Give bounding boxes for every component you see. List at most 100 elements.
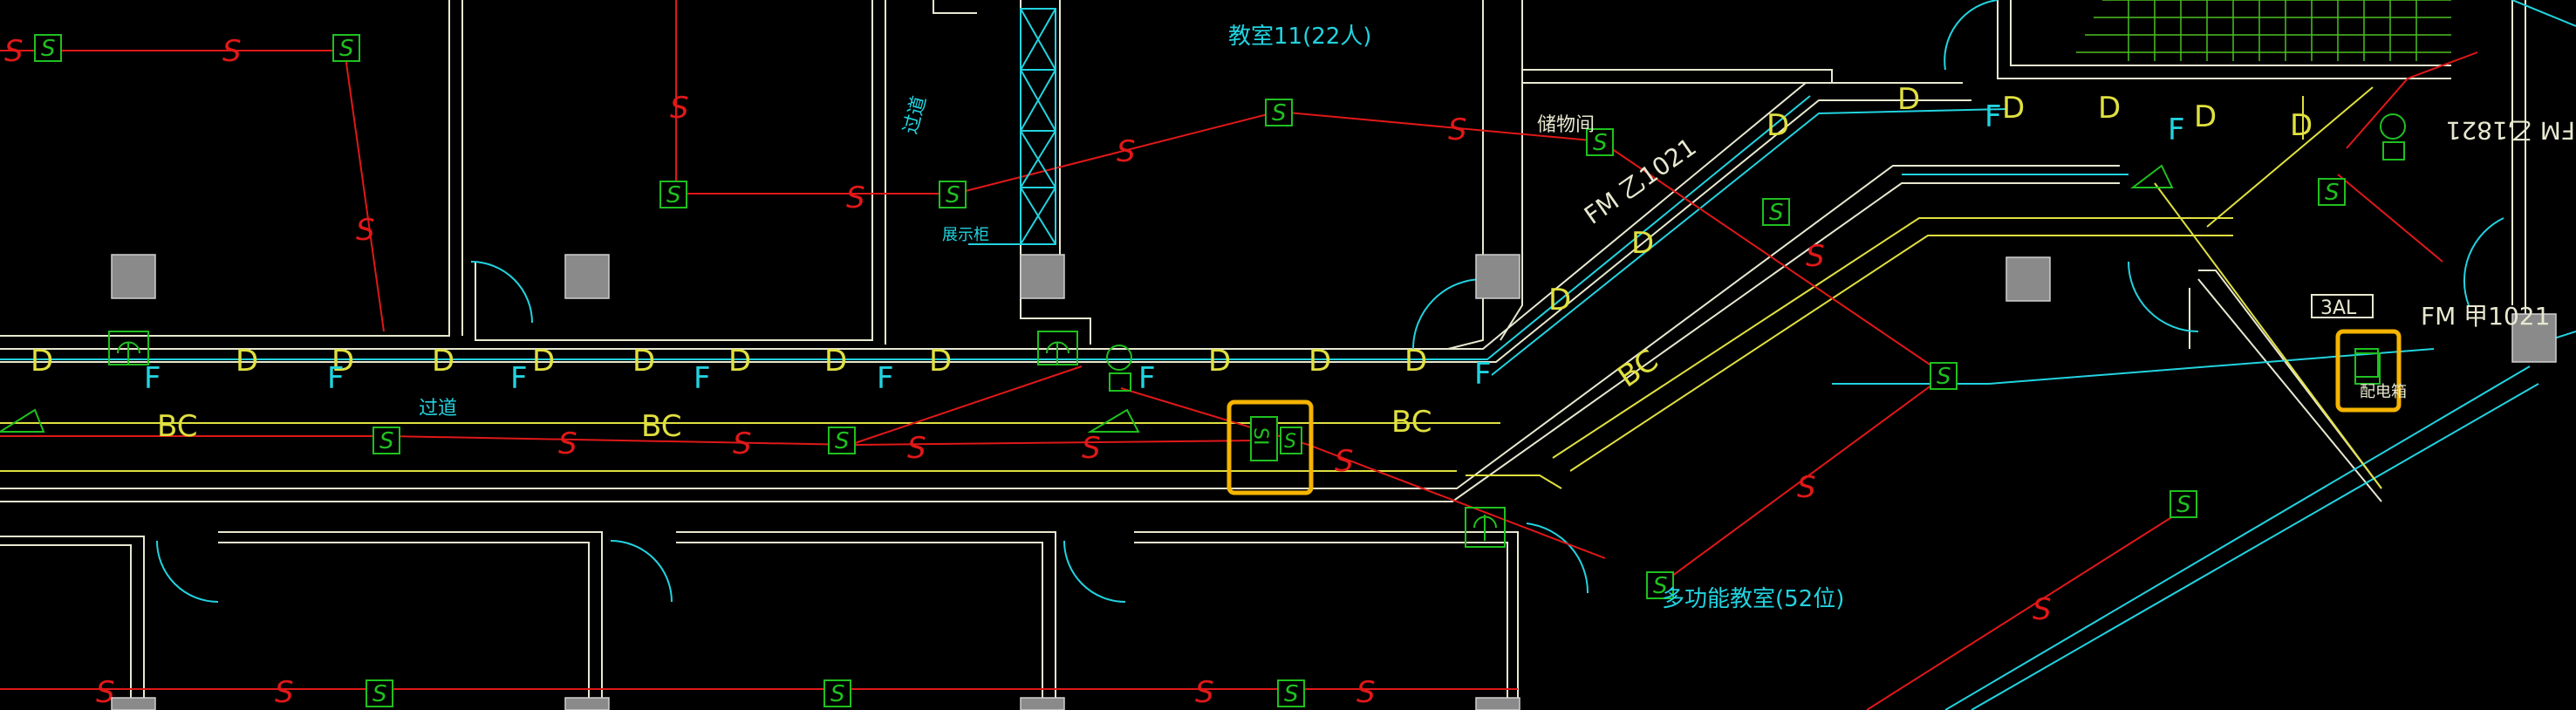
label-d-6: D <box>632 344 655 379</box>
wall-stair-slope-2 <box>2197 278 2382 502</box>
svg-text:S: S <box>2176 492 2191 518</box>
label-f-7: F <box>1474 357 1492 392</box>
cable-diag-3 <box>1600 140 1946 376</box>
sensor[interactable]: S <box>2169 490 2197 518</box>
wall-lower-d-inner <box>1134 542 1508 710</box>
sensor[interactable]: S <box>366 679 393 707</box>
sensor[interactable]: S <box>1586 128 1614 156</box>
label-d-3: D <box>331 344 354 379</box>
cyan-diagonal-2 <box>1971 383 2539 710</box>
sensor[interactable]: S <box>1762 198 1790 226</box>
wall-lower-a <box>0 536 145 710</box>
sensor[interactable]: S <box>1277 679 1305 707</box>
label-s-16: S <box>96 675 115 710</box>
emergency-light[interactable] <box>108 331 149 365</box>
column <box>1020 254 1065 299</box>
label-bc-3: BC <box>1391 405 1431 440</box>
svg-text:S: S <box>1769 200 1784 226</box>
sensor[interactable]: S <box>372 427 400 454</box>
cyan-diagonal-1 <box>1944 365 2531 710</box>
columns <box>111 254 2557 710</box>
svg-text:S: S <box>1937 364 1951 390</box>
emergency-light[interactable] <box>1465 507 1506 548</box>
sensor[interactable]: S <box>34 34 62 62</box>
door-arc-6 <box>156 540 219 603</box>
column <box>564 697 610 710</box>
label-d-17: D <box>2002 91 2025 126</box>
wall-lower-c-inner <box>676 542 1043 710</box>
devices[interactable] <box>0 113 2406 548</box>
svg-text:S: S <box>1272 100 1287 126</box>
sensor[interactable]: S <box>1265 99 1293 126</box>
label-d-15: D <box>1766 108 1789 143</box>
selection-box-2[interactable] <box>2335 329 2402 413</box>
label-d-19: D <box>2194 99 2217 134</box>
wall-lower-b-inner <box>218 542 590 710</box>
red-cables <box>0 0 2478 710</box>
wall-room-b <box>475 0 873 341</box>
sensor[interactable]: S <box>823 679 851 707</box>
selected-device-sensor <box>1280 427 1302 454</box>
cable-right-2 <box>2337 174 2443 263</box>
sensors[interactable]: S S S S S S S S S S S S S S S S <box>34 34 2346 707</box>
label-d-9: D <box>929 344 952 379</box>
label-s-5: S <box>846 181 865 215</box>
sensor[interactable]: S <box>332 34 360 62</box>
sensor[interactable]: S <box>659 181 687 208</box>
wall-lower-b <box>218 531 603 710</box>
stair-treads-v <box>2128 0 2417 61</box>
sensor[interactable]: S <box>2318 178 2346 206</box>
alarm-bell[interactable] <box>2380 113 2406 160</box>
wall-storage-top <box>1522 69 1833 84</box>
label-s-13: S <box>907 431 926 466</box>
exit-sign-icon <box>2130 164 2174 188</box>
alarm-bell[interactable] <box>1106 345 1132 392</box>
wall-stair-slope <box>2198 270 2382 489</box>
label-f-4: F <box>694 361 711 396</box>
svg-text:S: S <box>946 182 960 208</box>
column <box>2511 313 2557 363</box>
svg-text:S: S <box>1284 681 1299 707</box>
sensor[interactable]: S <box>828 427 856 454</box>
selection-box-1[interactable] <box>1227 399 1314 495</box>
label-f-8: F <box>1985 99 2002 134</box>
stair-treads-h <box>2076 0 2451 53</box>
label-s-6: S <box>1117 134 1136 169</box>
column <box>111 254 156 299</box>
selected-panel-label: 配电箱 <box>2360 383 2407 401</box>
label-bc-2: BC <box>641 409 681 444</box>
door-arc-5 <box>2463 217 2504 306</box>
sensor[interactable]: S <box>1930 362 1958 390</box>
label-d-11: D <box>1308 344 1331 379</box>
wall-room-a <box>0 0 450 337</box>
door-arc-8 <box>1063 540 1126 603</box>
label-d-13: D <box>1548 283 1571 317</box>
room-classroom-11: 教室11(22人) <box>1228 24 1371 50</box>
label-s-1: S <box>222 34 242 69</box>
svg-text:S: S <box>835 428 850 454</box>
selected-panel-group[interactable]: 配电箱 <box>2335 329 2407 413</box>
label-f-6: F <box>1138 361 1156 396</box>
pipe-labels: S S S S S S S S S S S S S S S S S S S D … <box>4 34 2313 710</box>
exit-sign-icon <box>1087 408 1140 433</box>
duct-diag-1 <box>1552 217 2233 459</box>
svg-text:S: S <box>666 182 681 208</box>
cable-corridor-2 <box>854 440 1257 446</box>
duct-lower-end <box>1466 474 1562 489</box>
label-f-2: F <box>327 361 345 396</box>
label-s-3: S <box>670 91 689 126</box>
wall-stair-frame <box>1997 0 2451 79</box>
label-d-16: D <box>1897 82 1920 117</box>
room-multimedia: 多功能教室(52位) <box>1662 586 1844 612</box>
corridor-north-wall <box>0 82 1963 350</box>
emergency-light[interactable] <box>1037 331 1078 365</box>
sensor[interactable]: S <box>1646 571 1674 599</box>
label-s-7: S <box>1448 113 1467 147</box>
sensor[interactable]: S <box>939 181 967 208</box>
label-s-9: S <box>1797 470 1816 505</box>
panel-3al: 3AL <box>2320 297 2357 319</box>
selected-sensor-group[interactable]: SI S <box>1227 399 1314 495</box>
label-s-11: S <box>558 427 577 461</box>
